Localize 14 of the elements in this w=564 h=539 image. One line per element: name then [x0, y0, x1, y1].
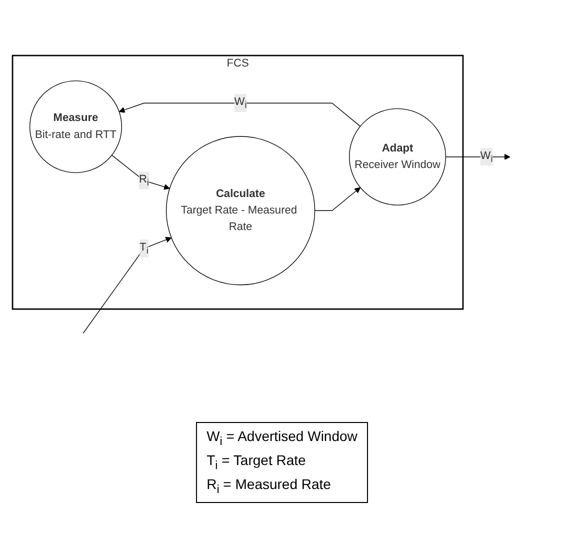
legend-entry: R$_{i}$ = Measured Rate — [206, 474, 332, 498]
edge-label: R$_{i}$ — [138, 174, 149, 188]
edge-label: T$_{i}$ — [140, 242, 148, 256]
node-circle: Measure Bit-rate and RTT — [29, 80, 122, 174]
arrow — [118, 103, 361, 127]
arrow — [111, 155, 170, 190]
node-circle: Adapt Receiver Window — [349, 108, 446, 206]
edge-label: W$_{i}$ — [480, 150, 493, 164]
arrow — [314, 187, 361, 212]
node-circle: Calculate Target Rate - Measured Rate — [166, 136, 316, 286]
legend-entry: W$_{i}$ = Advertised Window — [206, 427, 358, 450]
edge-label: W$_{i}$ — [234, 96, 247, 110]
arrow — [82, 237, 172, 334]
legend-entry: T$_{i}$ = Target Rate — [206, 450, 307, 474]
